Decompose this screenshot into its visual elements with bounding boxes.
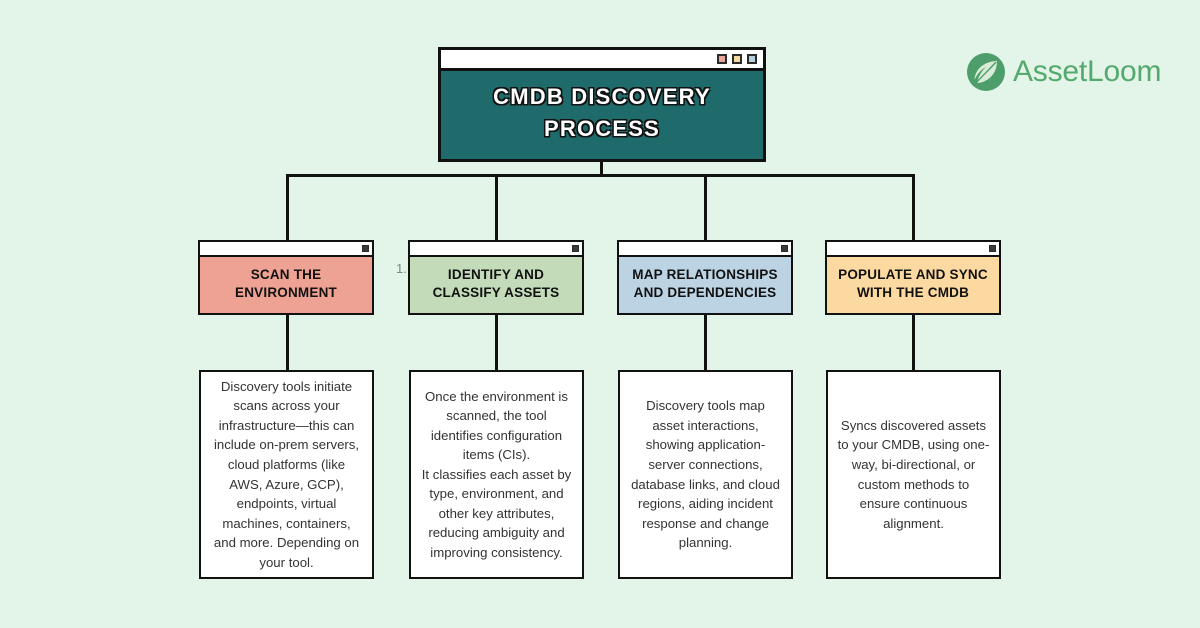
connector-drop-step-2	[495, 174, 498, 241]
step-window-1-chrome	[200, 242, 372, 257]
connector-drop-step-4	[912, 174, 915, 241]
step-window-2-chrome	[410, 242, 582, 257]
title-window-body: CMDB DISCOVERY PROCESS	[441, 71, 763, 159]
step-4-description: Syncs discovered assets to your CMDB, us…	[837, 417, 990, 531]
step-window-4[interactable]: POPULATE AND SYNC WITH THE CMDB	[825, 240, 1001, 316]
step-3-header: MAP RELATIONSHIPS AND DEPENDENCIES	[632, 267, 778, 301]
brand-name: AssetLoom	[1013, 55, 1162, 88]
step-window-2[interactable]: IDENTIFY AND CLASSIFY ASSETS	[408, 240, 584, 316]
step-window-4-body: POPULATE AND SYNC WITH THE CMDB	[827, 257, 999, 314]
connector-drop-step-1	[286, 174, 289, 241]
window-dot-blue-icon[interactable]	[747, 54, 757, 64]
description-box-1: Discovery tools initiate scans across yo…	[199, 370, 374, 579]
step-2-description: Once the environment is scanned, the too…	[421, 388, 572, 560]
window-dot-icon[interactable]	[572, 245, 579, 252]
step-window-1[interactable]: SCAN THE ENVIRONMENT	[198, 240, 374, 316]
step-window-3-chrome	[619, 242, 791, 257]
step-1-description: Discovery tools initiate scans across yo…	[213, 378, 360, 570]
connector-step-4-to-description	[912, 305, 915, 372]
connector-drop-step-3	[704, 174, 707, 241]
description-box-3: Discovery tools map asset interactions, …	[618, 370, 793, 579]
title-window: CMDB DISCOVERY PROCESS	[438, 47, 766, 162]
step-window-2-body: IDENTIFY AND CLASSIFY ASSETS	[410, 257, 582, 314]
window-dot-yellow-icon[interactable]	[732, 54, 742, 64]
leaf-circle-icon	[967, 53, 1005, 91]
stray-number-artifact: 1.	[396, 261, 407, 276]
step-1-header: SCAN THE ENVIRONMENT	[235, 267, 337, 301]
step-window-3[interactable]: MAP RELATIONSHIPS AND DEPENDENCIES	[617, 240, 793, 316]
connector-step-1-to-description	[286, 305, 289, 372]
step-window-3-body: MAP RELATIONSHIPS AND DEPENDENCIES	[619, 257, 791, 314]
step-window-1-body: SCAN THE ENVIRONMENT	[200, 257, 372, 314]
connector-horizontal-bus	[286, 174, 915, 177]
step-2-header: IDENTIFY AND CLASSIFY ASSETS	[432, 267, 560, 301]
window-dot-salmon-icon[interactable]	[717, 54, 727, 64]
window-dot-icon[interactable]	[989, 245, 996, 252]
window-dot-icon[interactable]	[781, 245, 788, 252]
step-window-4-chrome	[827, 242, 999, 257]
page-title: CMDB DISCOVERY PROCESS	[493, 84, 711, 141]
connector-step-2-to-description	[495, 305, 498, 372]
title-window-chrome	[441, 50, 763, 71]
assetloom-logo: AssetLoom	[966, 52, 1161, 92]
description-box-2: Once the environment is scanned, the too…	[409, 370, 584, 579]
step-4-header: POPULATE AND SYNC WITH THE CMDB	[838, 267, 988, 301]
window-dot-icon[interactable]	[362, 245, 369, 252]
step-3-description: Discovery tools map asset interactions, …	[631, 398, 780, 551]
connector-step-3-to-description	[704, 305, 707, 372]
description-box-4: Syncs discovered assets to your CMDB, us…	[826, 370, 1001, 579]
